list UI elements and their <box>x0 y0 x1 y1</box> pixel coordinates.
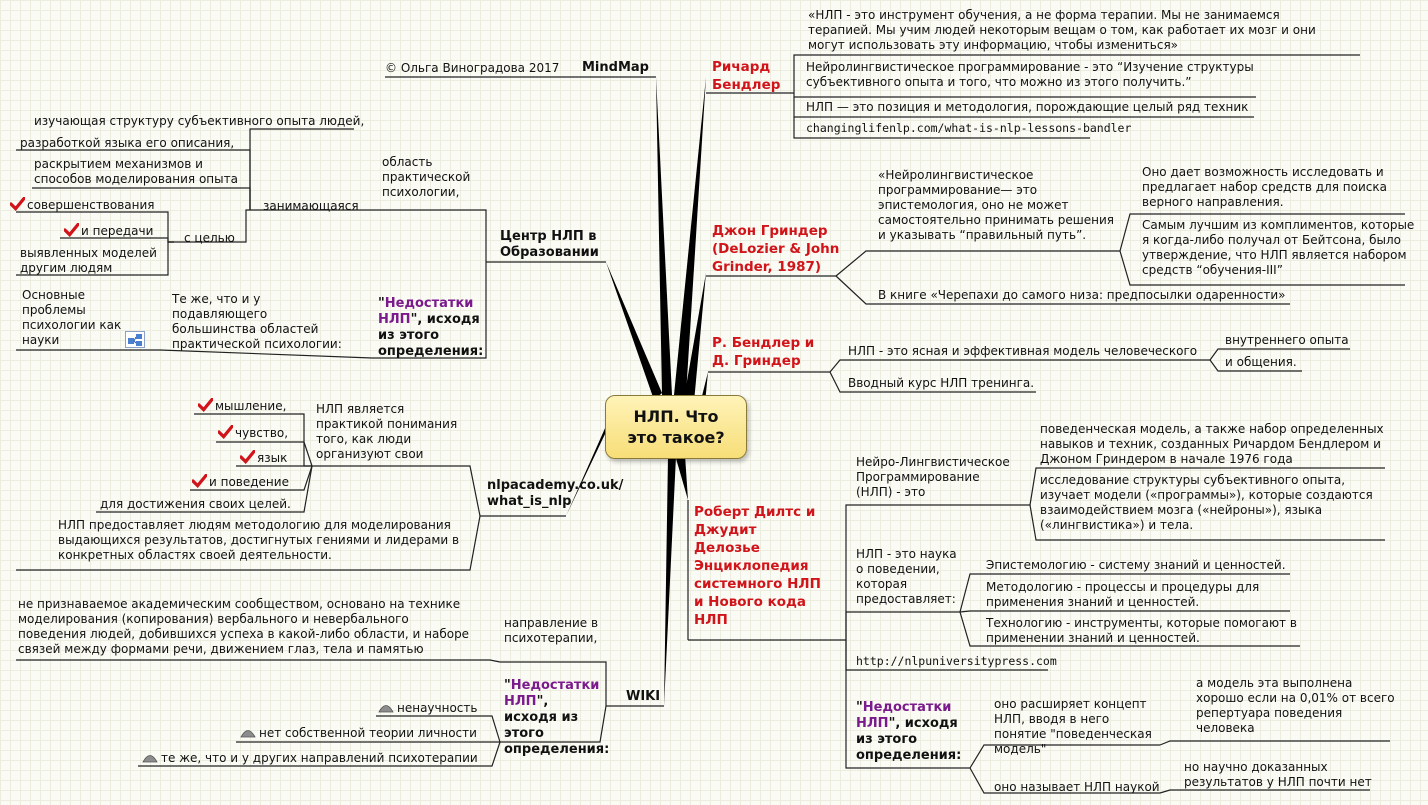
wiki-flaws-word: Недостатки НЛП <box>504 678 600 709</box>
nlpacademy-goal: для достижения своих целей. <box>100 497 291 511</box>
spoke-bandler <box>674 77 706 395</box>
mindmap-label[interactable]: MindMap <box>582 60 649 75</box>
warning-shape-icon <box>378 705 394 713</box>
warning-shape-icon <box>240 730 256 738</box>
copyright-text: © Ольга Виноградова 2017 <box>385 61 560 75</box>
spoke-wiki <box>664 456 676 706</box>
dilts-science: НЛП - это наука о поведении, которая пре… <box>856 547 957 606</box>
check-icon <box>198 398 213 412</box>
center-nlp-item-2: разработкой языка его описания, <box>20 136 235 150</box>
center-nlp-problems: Основные проблемы психологии как науки <box>22 288 122 347</box>
center-nlp-item-3: раскрытием механизмов и способов моделир… <box>34 157 238 186</box>
bandler-quote-3: НЛП — это позиция и методология, порожда… <box>806 100 1249 114</box>
dilts-flaws[interactable]: "Недостатки НЛП", исходя из этого опреде… <box>856 700 962 763</box>
dilts-def-2: исследование структуры субъективного опы… <box>1040 473 1373 532</box>
center-nlp-same: Те же, что и у подавляющего большинства … <box>172 292 342 351</box>
grinder-quote: «Нейролингвистическое программирование— … <box>878 168 1115 242</box>
center-nlp-goal: с целью <box>184 231 235 245</box>
bandler-quote-1: «НЛП - это инструмент обучения, а не фор… <box>808 8 1316 52</box>
spoke-mindmap <box>656 77 672 395</box>
grinder-topic[interactable]: Джон Гриндер (DeLozier & John Grinder, 1… <box>712 223 840 275</box>
center-nlp-goal-3: выявленных моделей другим людям <box>20 246 157 275</box>
dilts-flaw-2: оно называет НЛП наукой <box>994 780 1160 794</box>
center-nlp-flaws-word: Недостатки НЛП <box>378 296 474 327</box>
grinder-sub-1: Оно дает возможность исследовать и предл… <box>1142 165 1387 209</box>
wiki-flaw-3: те же, что и у других направлений психот… <box>142 751 478 766</box>
wiki-flaw-2: нет собственной теории личности <box>240 726 477 741</box>
spoke-grinder <box>684 273 706 402</box>
warning-shape-icon <box>142 755 158 763</box>
center-nlp-topic[interactable]: Центр НЛП в Образовании <box>500 229 599 260</box>
hyperlink-icon[interactable] <box>125 331 145 348</box>
bandler-topic[interactable]: Ричард Бендлер <box>712 59 781 93</box>
check-icon <box>192 474 207 488</box>
grinder-sub-2: Самым лучшим из комплиментов, которые я … <box>1142 218 1415 277</box>
bg-model-a: внутреннего опыта <box>1225 333 1349 347</box>
dilts-provides-2: Методологию - процессы и процедуры для п… <box>986 580 1260 609</box>
nlpacademy-item-4: и поведение <box>192 474 289 490</box>
nlpacademy-topic[interactable]: nlpacademy.co.uk/ what_is_nlp <box>487 478 624 509</box>
nlpacademy-method: НЛП предоставляет людям методологию для … <box>58 518 460 562</box>
bg-model: НЛП - это ясная и эффективная модель чел… <box>848 344 1198 358</box>
nlpacademy-item-1: мышление, <box>198 398 286 414</box>
central-topic[interactable]: НЛП. Что это такое? <box>605 395 747 459</box>
center-nlp-goal-1: совершенствования <box>10 197 155 213</box>
center-nlp-goal-2: и передачи <box>64 223 153 239</box>
bg-model-b: и общения. <box>1225 355 1297 369</box>
center-nlp-area: область практической психологии, <box>382 155 471 199</box>
check-icon <box>218 425 233 439</box>
wiki-topic[interactable]: WIKI <box>626 689 661 704</box>
bandler-link[interactable]: changinglifenlp.com/what-is-nlp-lessons-… <box>806 121 1132 135</box>
wiki-description: не признаваемое академическим сообщество… <box>18 597 470 656</box>
bg-course: Вводный курс НЛП тренинга. <box>848 376 1035 390</box>
center-nlp-engaged: занимающаяся <box>263 199 359 213</box>
center-nlp-item-1: изучающая структуру субъективного опыта … <box>34 114 365 128</box>
wiki-direction: направление в психотерапии, <box>504 616 599 645</box>
dilts-flaws-word: Недостатки НЛП <box>856 700 952 731</box>
check-icon <box>240 450 255 464</box>
nlpacademy-item-3: язык <box>240 450 287 466</box>
dilts-provides-3: Технологию - инструменты, которые помога… <box>986 616 1297 645</box>
spoke-center-nlp <box>606 262 662 400</box>
grinder-book: В книге «Черепахи до самого низа: предпо… <box>878 288 1286 302</box>
dilts-provides-1: Эпистемологию - систему знаний и ценност… <box>986 558 1286 572</box>
check-icon <box>10 197 25 211</box>
wiki-flaws[interactable]: "Недостатки НЛП", исходя из этого опреде… <box>504 678 610 757</box>
dilts-topic[interactable]: Роберт Дилтс и Джудит Делозье Энциклопед… <box>694 504 821 628</box>
spoke-dilts <box>675 455 688 500</box>
check-icon <box>64 223 79 237</box>
dilts-flaw-1-note: а модель эта выполнена хорошо если на 0,… <box>1196 676 1395 735</box>
central-topic-label: НЛП. Что это такое? <box>627 407 725 447</box>
dilts-nlp-is: Нейро-Лингвистическое Программирование (… <box>856 455 1010 499</box>
spoke-academy <box>566 426 606 516</box>
wiki-flaw-1: ненаучность <box>378 701 477 716</box>
center-nlp-flaws[interactable]: "Недостатки НЛП", исходя из этого опреде… <box>378 296 484 359</box>
dilts-def-1: поведенческая модель, а также набор опре… <box>1040 422 1384 466</box>
dilts-link[interactable]: http://nlpuniversitypress.com <box>856 654 1057 668</box>
dilts-flaw-1: оно расширяет концепт НЛП, вводя в него … <box>994 697 1152 756</box>
nlpacademy-item-2: чувство, <box>218 425 288 441</box>
bandler-grinder-topic[interactable]: Р. Бендлер и Д. Гриндер <box>712 335 815 369</box>
nlpacademy-is: НЛП является практикой понимания того, к… <box>316 402 458 461</box>
bandler-quote-2: Нейролингвистическое программирование - … <box>806 60 1254 89</box>
dilts-flaw-2-note: но научно доказанных результатов у НЛП п… <box>1184 760 1372 789</box>
